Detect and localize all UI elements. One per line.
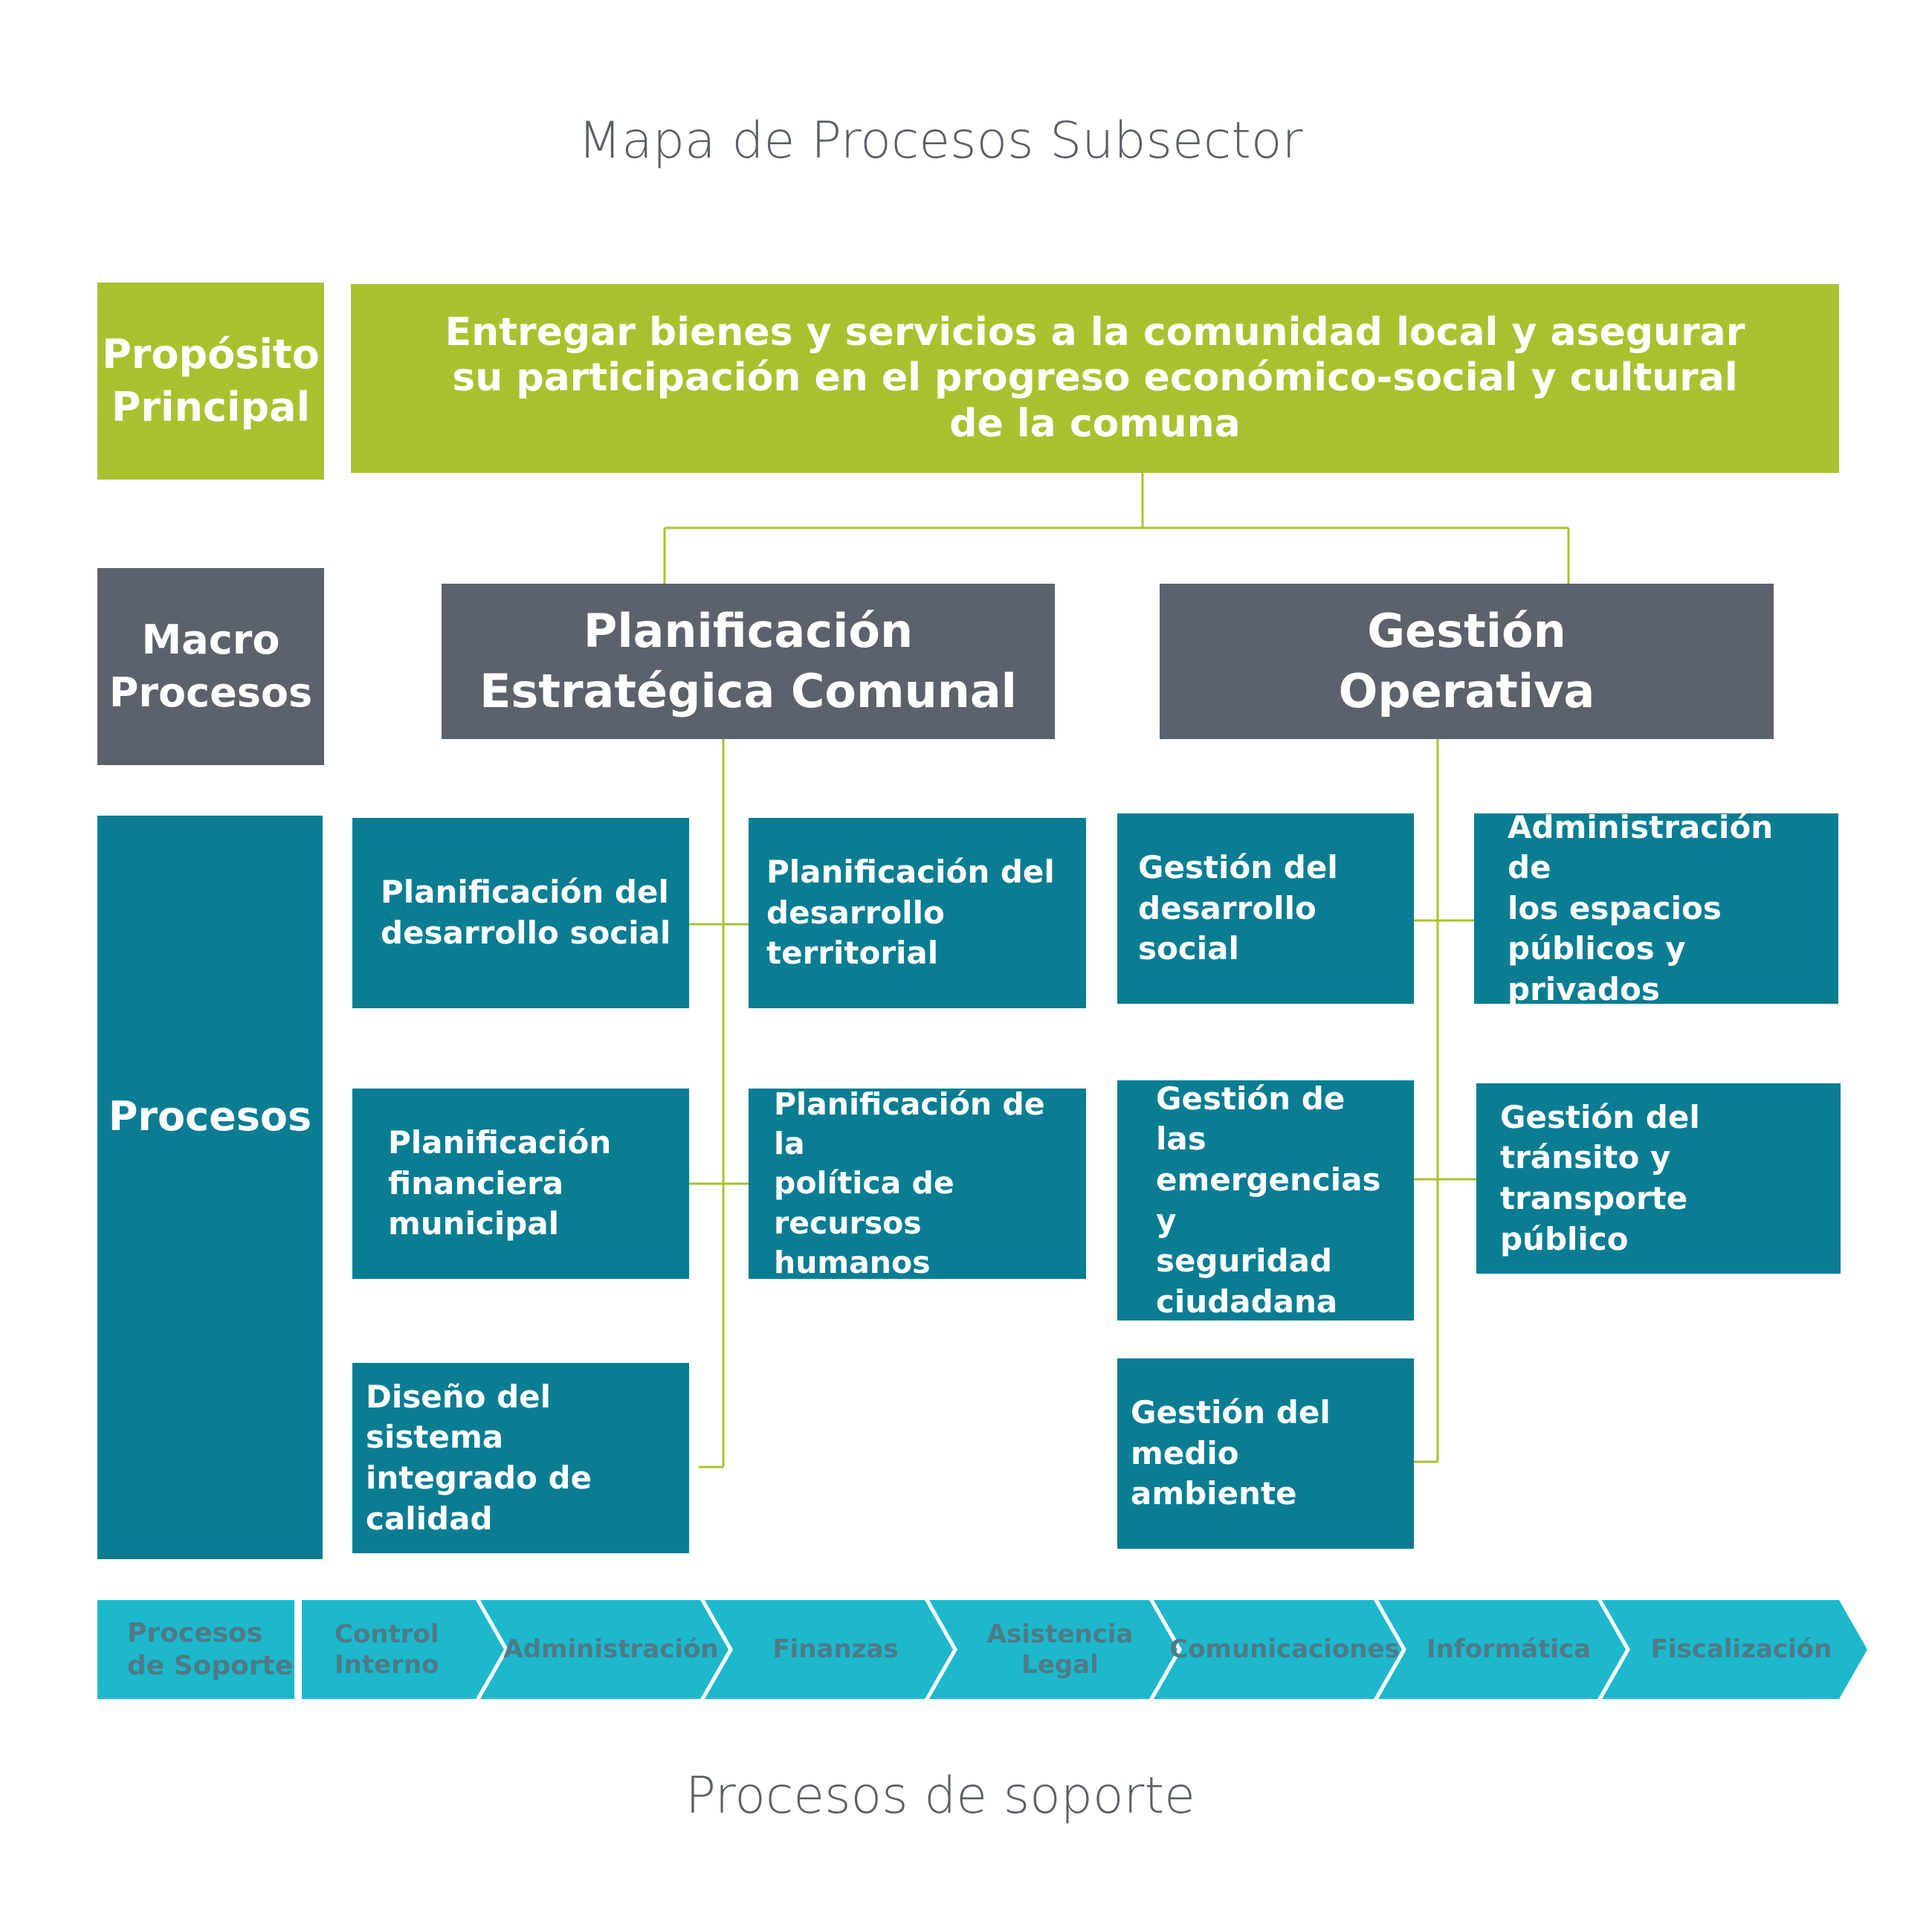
footer-title: Procesos de soporte bbox=[685, 1767, 1196, 1825]
process-gestion-transito: Gestión del tránsito y transporte públic… bbox=[1476, 1083, 1841, 1274]
support-item-label: Asistencia Legal bbox=[986, 1619, 1134, 1680]
support-chevron bbox=[929, 1600, 1177, 1699]
support-chevron bbox=[302, 1600, 504, 1699]
support-label: Procesos de Soporte bbox=[127, 1618, 294, 1681]
purpose-box: Entregar bienes y servicios a la comunid… bbox=[351, 284, 1839, 473]
process-gestion-medio-ambiente: Gestión del medio ambiente bbox=[1117, 1358, 1414, 1549]
process-planificacion-financiera: Planificación financiera municipal bbox=[352, 1089, 689, 1279]
support-item-label: Finanzas bbox=[772, 1634, 899, 1665]
process-planificacion-territorial: Planificación del desarrollo territorial bbox=[749, 818, 1086, 1008]
process-administracion-espacios: Administración de los espacios públicos … bbox=[1474, 809, 1838, 1007]
row-label-macro: Macro Procesos bbox=[97, 568, 324, 765]
support-chevron bbox=[1602, 1600, 1867, 1699]
support-label-box bbox=[97, 1600, 294, 1699]
process-gestion-desarrollo-social: Gestión del desarrollo social bbox=[1117, 813, 1414, 1004]
support-item-label: Administración bbox=[503, 1634, 719, 1665]
macro-gestion: Gestión Operativa bbox=[1160, 584, 1774, 739]
row-label-procesos: Procesos bbox=[97, 816, 323, 1559]
process-planificacion-desarrollo-social: Planificación del desarrollo social bbox=[352, 818, 689, 1008]
support-item-label: Control Interno bbox=[335, 1619, 439, 1680]
macro-planificacion: Planificación Estratégica Comunal bbox=[442, 584, 1055, 739]
row-label-proposito: Propósito Principal bbox=[97, 283, 324, 480]
support-item-label: Comunicaciones bbox=[1169, 1634, 1400, 1665]
support-chevron bbox=[705, 1600, 953, 1699]
support-chevron bbox=[480, 1600, 728, 1699]
page-title: Mapa de Procesos Subsector bbox=[578, 112, 1303, 170]
support-item-label: Informática bbox=[1426, 1634, 1592, 1665]
support-item-label: Fiscalización bbox=[1650, 1634, 1832, 1665]
process-politica-recursos-humanos: Planificación de la política de recursos… bbox=[749, 1086, 1086, 1280]
support-chevron bbox=[1154, 1600, 1402, 1699]
process-diseno-sistema-calidad: Diseño del sistema integrado de calidad bbox=[352, 1363, 689, 1553]
support-chevron bbox=[1378, 1600, 1626, 1699]
process-gestion-emergencias: Gestión de las emergencias y seguridad c… bbox=[1117, 1080, 1414, 1321]
